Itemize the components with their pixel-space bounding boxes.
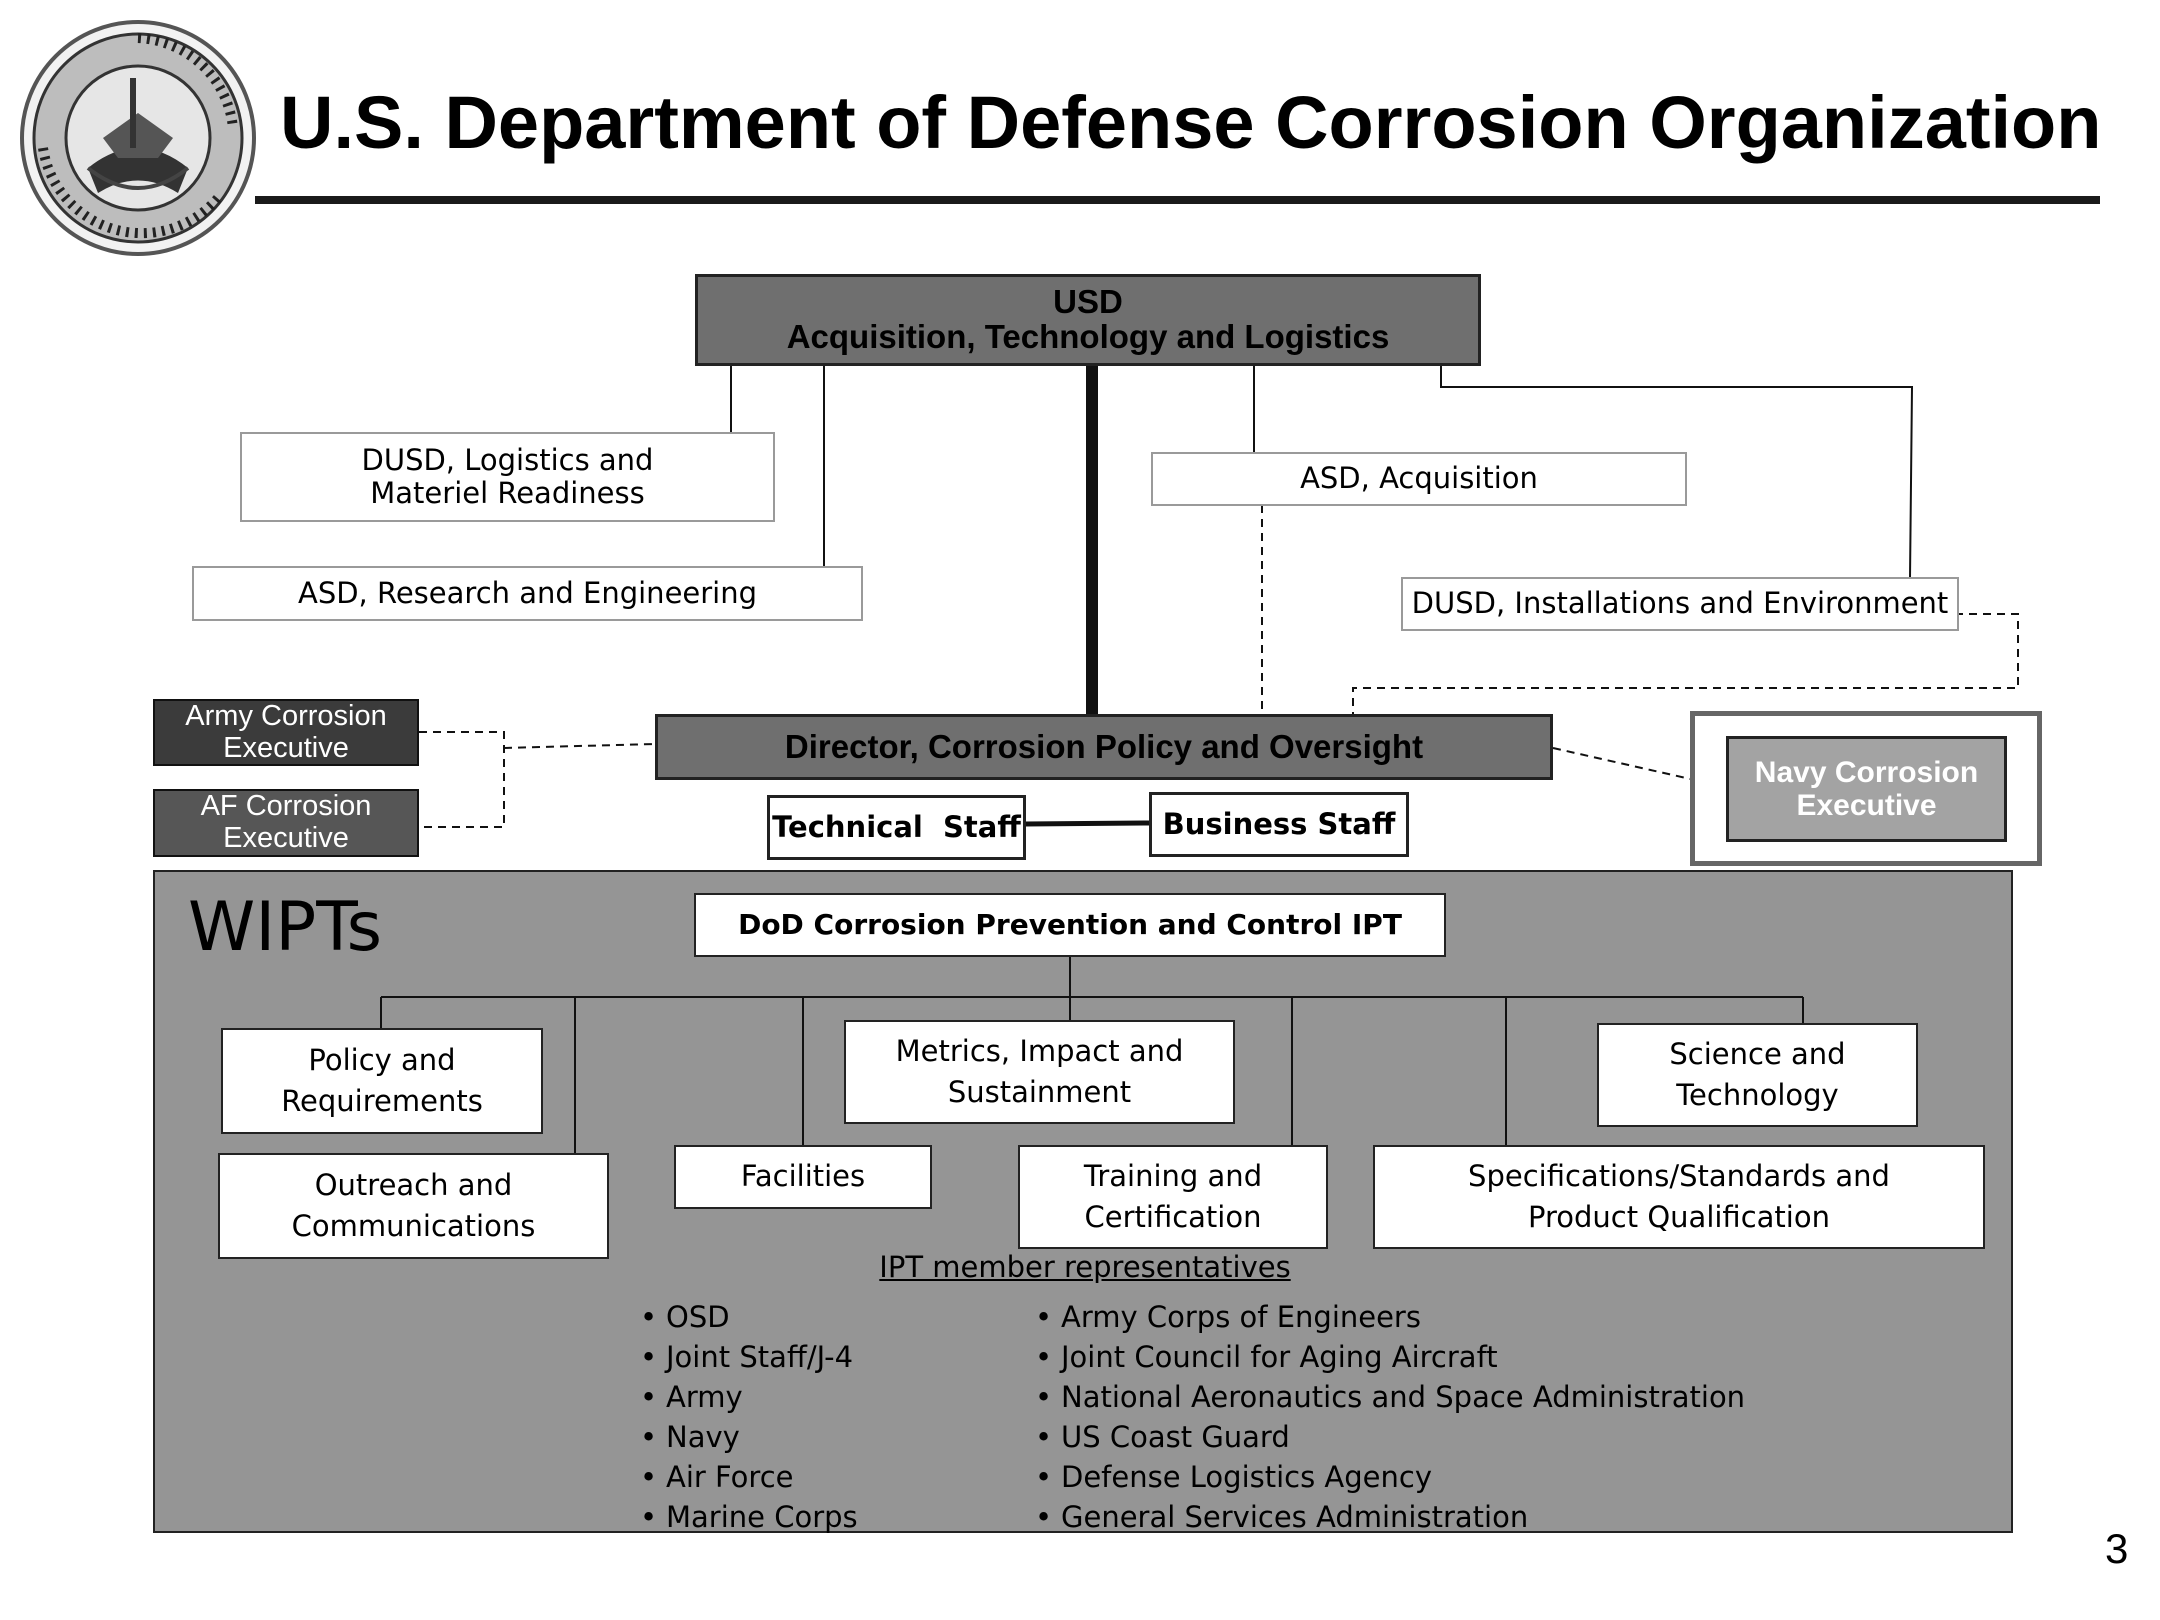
- usd-subtitle: Acquisition, Technology and Logistics: [786, 318, 1390, 355]
- asd-research-box: ASD, Research and Engineering: [192, 566, 863, 621]
- list-item: Air Force: [640, 1457, 858, 1497]
- list-item: General Services Administration: [1035, 1497, 1745, 1537]
- dusd-installations-box: DUSD, Installations and Environment: [1401, 577, 1959, 631]
- list-item: National Aeronautics and Space Administr…: [1035, 1377, 1745, 1417]
- af-corrosion-executive-box: AF Corrosion Executive: [153, 789, 419, 857]
- science-technology-box: Science and Technology: [1597, 1023, 1918, 1127]
- wipts-label: WIPTs: [188, 888, 383, 967]
- af-exec-line2: Executive: [223, 822, 349, 854]
- list-item: Army Corps of Engineers: [1035, 1297, 1745, 1337]
- list-item: Defense Logistics Agency: [1035, 1457, 1745, 1497]
- army-corrosion-executive-box: Army Corrosion Executive: [153, 699, 419, 766]
- navy-corrosion-executive-box: Navy Corrosion Executive: [1726, 736, 2007, 842]
- list-item: US Coast Guard: [1035, 1417, 1745, 1457]
- navy-exec-line1: Navy Corrosion: [1754, 756, 1979, 789]
- list-item: Marine Corps: [640, 1497, 858, 1537]
- specifications-box: Specifications/Standards and Product Qua…: [1373, 1145, 1985, 1249]
- title-divider: [255, 196, 2100, 204]
- facilities-box: Facilities: [674, 1145, 932, 1209]
- members-left-list: OSD Joint Staff/J-4 Army Navy Air Force …: [640, 1297, 858, 1537]
- list-item: Joint Council for Aging Aircraft: [1035, 1337, 1745, 1377]
- list-item: OSD: [640, 1297, 858, 1337]
- army-exec-line1: Army Corrosion: [185, 699, 387, 732]
- list-item: Navy: [640, 1417, 858, 1457]
- dod-ipt-box: DoD Corrosion Prevention and Control IPT: [694, 893, 1446, 957]
- dusd-logistics-box: DUSD, Logistics and Materiel Readiness: [240, 432, 775, 522]
- technical-staff-box: Technical Staff: [767, 795, 1026, 860]
- usd-label: USD: [1053, 283, 1123, 321]
- list-item: Joint Staff/J-4: [640, 1337, 858, 1377]
- navy-seal-logo: [20, 20, 256, 256]
- af-exec-line1: AF Corrosion: [200, 790, 372, 823]
- usd-atl-box: USD Acquisition, Technology and Logistic…: [695, 274, 1481, 366]
- training-certification-box: Training and Certification: [1018, 1145, 1328, 1249]
- ipt-members-heading: IPT member representatives: [879, 1250, 1291, 1284]
- outreach-communications-box: Outreach and Communications: [218, 1153, 609, 1259]
- page-title: U.S. Department of Defense Corrosion Org…: [280, 81, 2102, 164]
- members-right-list: Army Corps of Engineers Joint Council fo…: [1035, 1297, 1745, 1537]
- list-item: Army: [640, 1377, 858, 1417]
- page-number: 3: [2105, 1525, 2129, 1572]
- policy-requirements-box: Policy and Requirements: [221, 1028, 543, 1134]
- business-staff-box: Business Staff: [1149, 792, 1409, 857]
- asd-acquisition-box: ASD, Acquisition: [1151, 452, 1687, 506]
- director-box: Director, Corrosion Policy and Oversight: [655, 714, 1553, 780]
- metrics-box: Metrics, Impact and Sustainment: [844, 1020, 1235, 1124]
- army-exec-line2: Executive: [223, 731, 349, 764]
- navy-exec-line2: Executive: [1796, 789, 1937, 822]
